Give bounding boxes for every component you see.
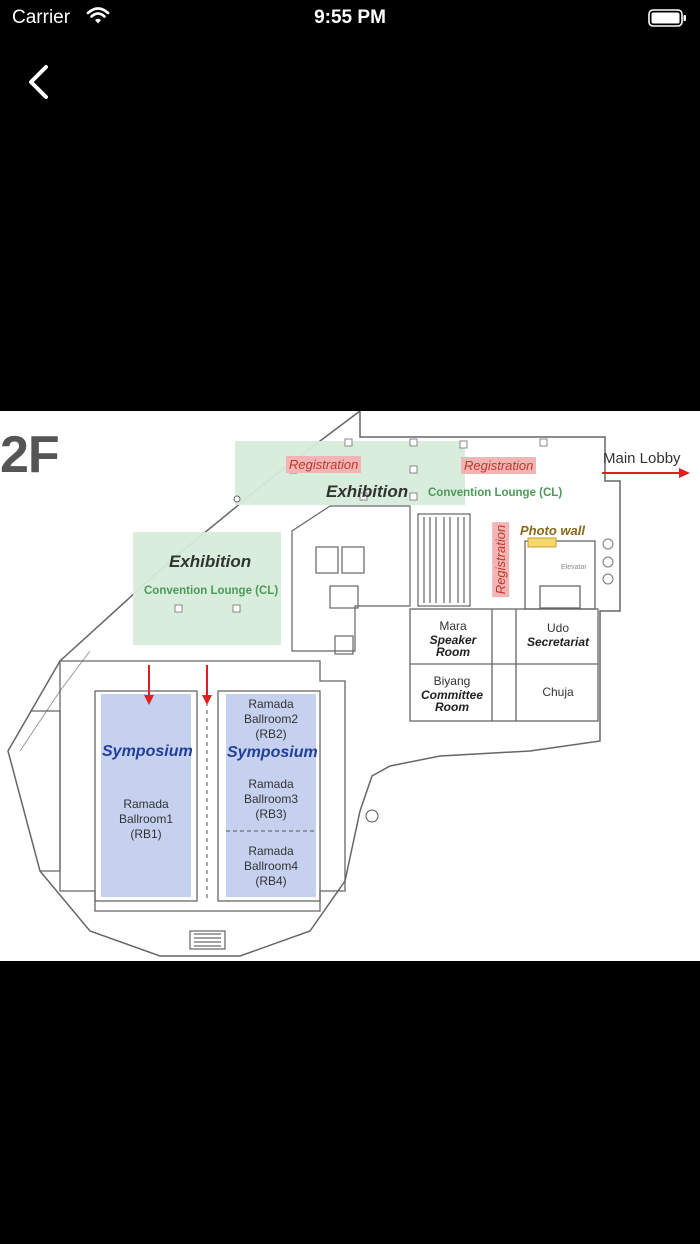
ballroom-rb1: [101, 694, 191, 897]
rb1-line2: Ballroom1: [118, 812, 174, 826]
photo-wall-marker: [527, 537, 557, 548]
photo-wall-label: Photo wall: [520, 523, 585, 538]
biyang-label: Biyang: [433, 674, 471, 688]
biyang-room[interactable]: Biyang Committee Room: [414, 674, 490, 713]
carrier-label: Carrier: [12, 7, 71, 28]
mara-sub1: Speaker: [429, 633, 477, 647]
clock: 9:55 PM: [314, 7, 386, 28]
symposium-label-2: Symposium: [227, 744, 318, 761]
mara-sub2: Room: [436, 645, 470, 659]
rb4-line2: Ballroom4: [243, 859, 299, 873]
rb4-line1: Ramada: [248, 844, 294, 858]
udo-label: Udo: [546, 621, 569, 635]
rb3-line2: Ballroom3: [243, 792, 299, 806]
ballroom-rb2-label[interactable]: Ramada Ballroom2 (RB2): [226, 697, 316, 742]
biyang-sub1: Committee: [420, 688, 483, 702]
floor-plan-drawing: [7, 411, 690, 957]
battery-icon: [648, 9, 686, 27]
mara-room[interactable]: Mara Speaker Room: [418, 619, 488, 658]
udo-room[interactable]: Udo Secretariat: [520, 621, 596, 648]
rb1-line3: (RB1): [130, 827, 162, 841]
wifi-icon: [86, 7, 110, 24]
floor-label: 2F: [0, 426, 60, 484]
exhibition-label-left: Exhibition: [169, 552, 252, 571]
convention-lounge-label-left: Convention Lounge (CL): [144, 585, 279, 597]
rb1-line1: Ramada: [123, 797, 169, 811]
rb3-line3: (RB3): [255, 807, 287, 821]
biyang-sub2: Room: [435, 700, 469, 714]
chuja-room[interactable]: Chuja: [542, 685, 574, 699]
registration-label-3: Registration: [492, 521, 510, 598]
udo-sub: Secretariat: [526, 635, 590, 649]
back-button[interactable]: [22, 62, 56, 102]
ballroom-rb1-label[interactable]: Ramada Ballroom1 (RB1): [101, 797, 191, 842]
mara-label: Mara: [439, 619, 467, 633]
rb2-line2: Ballroom2: [243, 712, 299, 726]
exhibition-zone-left: [133, 532, 281, 645]
main-lobby-label: Main Lobby: [603, 450, 681, 467]
ballroom-rb3-label[interactable]: Ramada Ballroom3 (RB3): [226, 777, 316, 822]
symposium-label-1: Symposium: [102, 743, 193, 760]
rb3-line1: Ramada: [248, 777, 294, 791]
status-bar: Carrier 9:55 PM: [0, 0, 700, 36]
convention-lounge-label-top: Convention Lounge (CL): [428, 487, 563, 499]
exhibition-label-top: Exhibition: [326, 482, 409, 501]
floor-map[interactable]: 2F Main Lobby Registration Registration …: [0, 411, 700, 961]
registration-label-2: Registration: [461, 457, 537, 474]
exhibition-zone-top: [235, 441, 465, 505]
registration-label-1: Registration: [286, 456, 362, 473]
ballroom-rb2-rb3-rb4: [226, 694, 316, 897]
rb2-line3: (RB2): [255, 727, 287, 741]
elevator-label: Elevator: [561, 564, 587, 571]
chevron-left-icon: [29, 65, 48, 99]
ballroom-rb4-label[interactable]: Ramada Ballroom4 (RB4): [226, 844, 316, 889]
rb2-line1: Ramada: [248, 697, 294, 711]
rb4-line3: (RB4): [255, 874, 287, 888]
